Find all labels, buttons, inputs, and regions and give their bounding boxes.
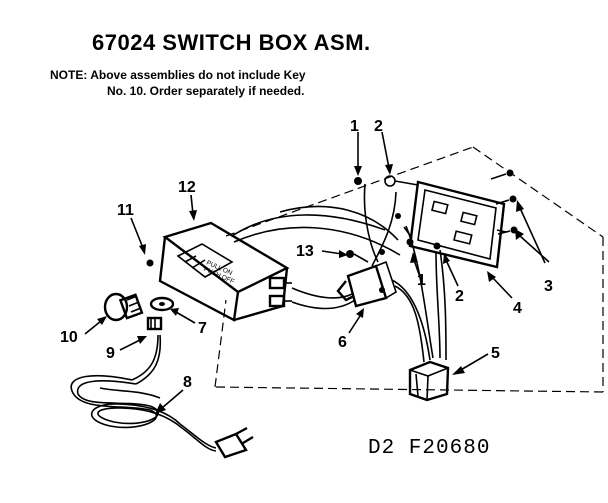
- housing-screw: [146, 259, 154, 267]
- top-screw-nut: [354, 175, 419, 187]
- push-pull-switch: [336, 249, 397, 308]
- wire-terminal-block: [408, 360, 450, 402]
- terminal-leads: [391, 225, 447, 363]
- callout-11: 11: [117, 202, 134, 219]
- note-line-1: NOTE: Above assemblies do not include Ke…: [50, 68, 306, 82]
- callout-1-top: 1: [350, 118, 359, 135]
- callout-4: 4: [513, 300, 522, 317]
- callout-13: 13: [296, 243, 314, 260]
- page-title: 67024 SWITCH BOX ASM.: [92, 30, 371, 55]
- callout-9: 9: [106, 345, 115, 362]
- callout-10: 10: [60, 329, 78, 346]
- lamp-socket-washer: [149, 296, 175, 312]
- switch-box-housing: PULL ON PUSH OFF: [158, 221, 292, 322]
- power-cord-and-plug: [70, 334, 254, 459]
- callout-2-top: 2: [374, 118, 383, 135]
- switch-pull-push-label: PULL ON PUSH OFF: [202, 259, 238, 285]
- callout-5: 5: [491, 345, 500, 362]
- strain-relief-bushing: [146, 316, 163, 331]
- callout-1-lower: 1: [417, 272, 426, 289]
- callout-2-lower: 2: [455, 288, 464, 305]
- connecting-wires: [231, 183, 401, 310]
- callout-8: 8: [183, 374, 192, 391]
- callout-6: 6: [338, 334, 347, 351]
- note-line-2: No. 10. Order separately if needed.: [107, 84, 305, 98]
- callout-leaders: [84, 131, 550, 414]
- mounting-screws: [490, 169, 518, 235]
- callout-3: 3: [544, 278, 553, 295]
- assembly-note: NOTE: Above assemblies do not include Ke…: [50, 67, 306, 99]
- callout-7: 7: [198, 320, 207, 337]
- mounting-plate: [408, 180, 507, 269]
- lamp-bulb: [103, 292, 144, 322]
- callout-12: 12: [178, 179, 196, 196]
- drawing-reference-number: D2 F20680: [368, 437, 491, 460]
